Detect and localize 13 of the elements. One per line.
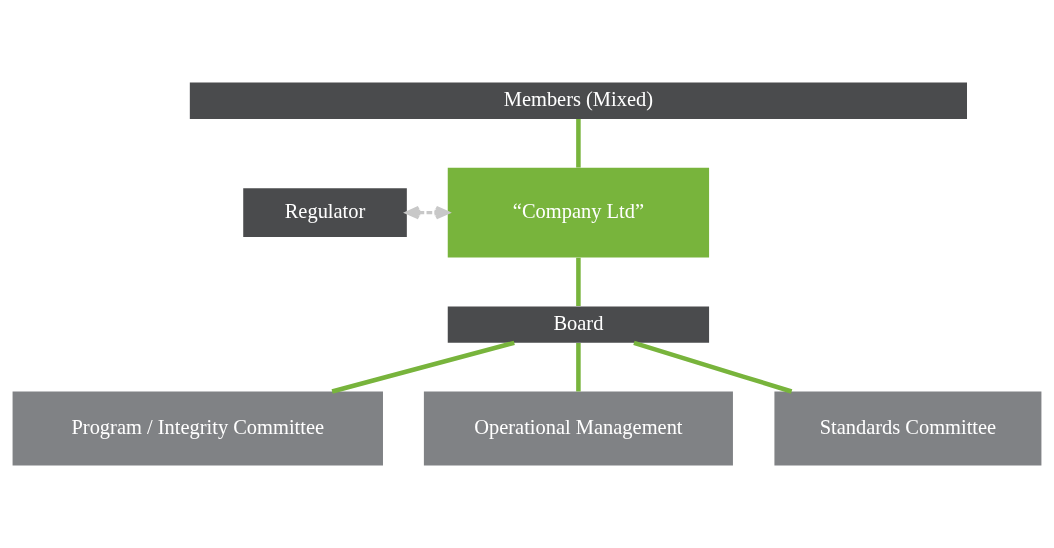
node-box: Regulator [243,188,407,238]
connector [331,340,515,394]
connector [576,342,581,392]
node-box: Board [447,306,710,343]
node-box: Standards Committee [774,391,1042,466]
node-box: Members (Mixed) [189,82,967,119]
node-box: “Company Ltd” [447,167,710,258]
connector [576,119,581,168]
arrow [405,205,450,220]
node-box: Program / Integrity Committee [12,391,383,466]
connector [633,340,793,394]
connector [576,257,581,306]
node-box: Operational Management [423,391,733,466]
